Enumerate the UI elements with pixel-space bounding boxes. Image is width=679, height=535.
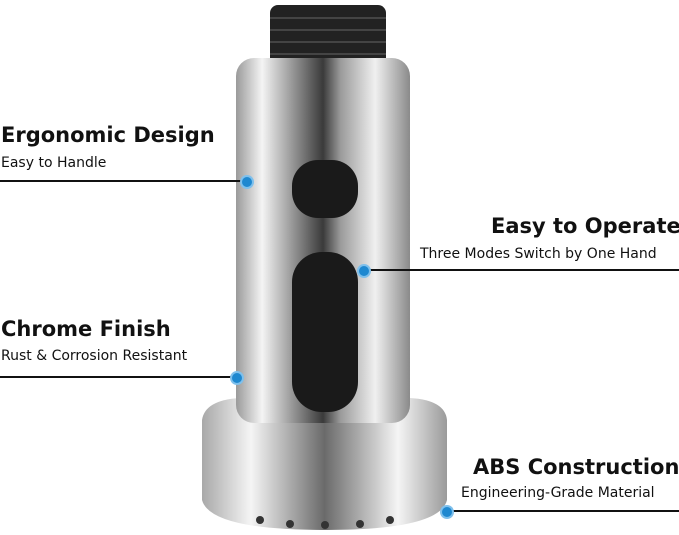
callout-subtitle-ergonomic: Easy to Handle <box>1 155 107 171</box>
callout-line <box>448 510 679 512</box>
callout-subtitle-operate: Three Modes Switch by One Hand <box>420 246 657 262</box>
sprayer-body <box>236 58 410 423</box>
callout-title-ergonomic: Ergonomic Design <box>1 123 215 147</box>
callout-dot-icon <box>440 505 454 519</box>
spray-holes <box>256 516 394 529</box>
mode-button-bottom <box>292 252 358 412</box>
callout-line <box>0 376 232 378</box>
thread-ridges <box>270 17 386 55</box>
mode-button-top <box>292 160 358 218</box>
callout-line <box>0 180 242 182</box>
callout-dot-icon <box>240 175 254 189</box>
callout-title-chrome: Chrome Finish <box>1 317 171 341</box>
callout-line <box>366 269 679 271</box>
callout-subtitle-chrome: Rust & Corrosion Resistant <box>1 348 188 364</box>
callout-dot-icon <box>357 264 371 278</box>
callout-dot-icon <box>230 371 244 385</box>
thread-cap <box>270 5 386 67</box>
callout-subtitle-abs: Engineering-Grade Material <box>461 485 655 501</box>
callout-title-abs: ABS Construction <box>473 455 679 479</box>
sprayer-base <box>202 398 447 530</box>
callout-title-operate: Easy to Operate <box>491 214 679 238</box>
